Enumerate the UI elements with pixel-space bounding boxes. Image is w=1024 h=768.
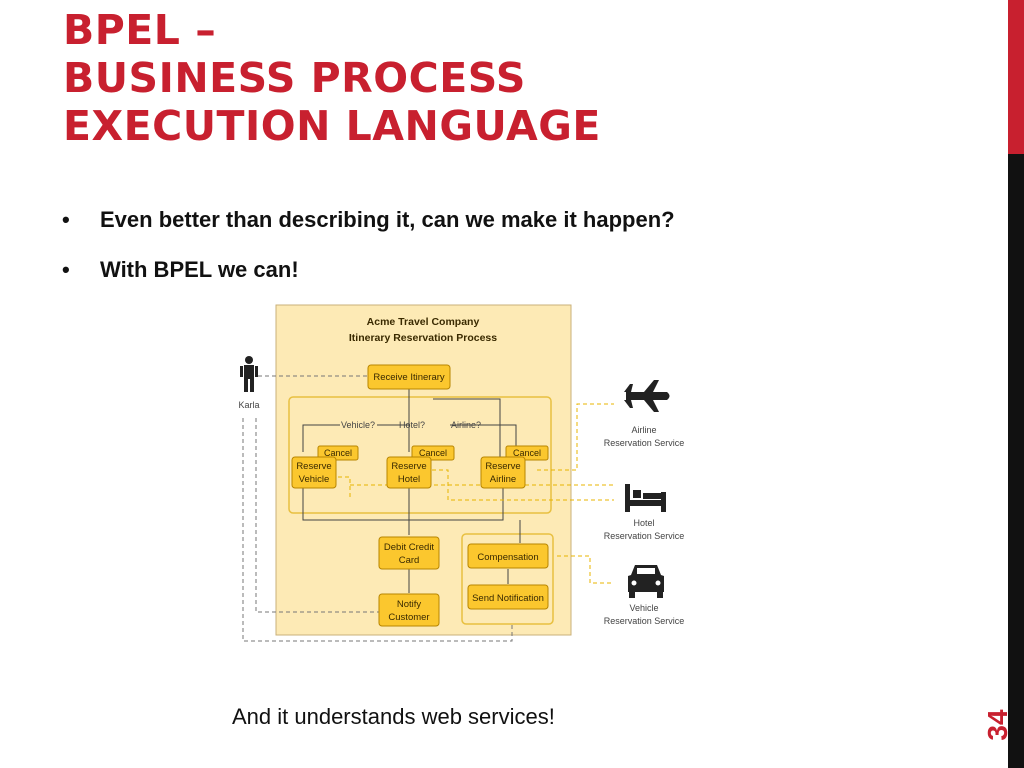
- compensation-scope: [461, 533, 554, 625]
- title-line-2: BUSINESS PROCESS: [63, 54, 526, 102]
- bullet-marker: •: [62, 257, 70, 282]
- hotel-service-label-1: Hotel: [633, 518, 654, 528]
- dashed-service-call: [338, 476, 351, 500]
- diagram-title-line-1: Acme Travel Company: [367, 316, 480, 328]
- notify-customer-box: [378, 593, 440, 627]
- slide-number: 34: [982, 709, 1013, 741]
- footer-caption: And it understands web services!: [232, 704, 555, 729]
- title-line-1: BPEL –: [63, 6, 217, 54]
- accent-bar-top: [1008, 0, 1024, 154]
- reserve-hotel-label-1: Reserve: [391, 461, 426, 472]
- reserve-airline-label-2: Airline: [490, 474, 516, 485]
- connector: [302, 424, 340, 452]
- slide-title: BPEL – BUSINESS PROCESS EXECUTION LANGUA…: [63, 6, 963, 150]
- hotel-service-label-2: Reservation Service: [604, 531, 685, 541]
- bullet-text-1: Even better than describing it, can we m…: [100, 207, 675, 232]
- accent-bar-bottom: [1008, 154, 1024, 768]
- compensation-box: [467, 543, 549, 569]
- reserve-vehicle-label-2: Vehicle: [299, 474, 330, 485]
- send-notification-box: [467, 584, 549, 610]
- vehicle-service-label-1: Vehicle: [629, 603, 658, 613]
- airline-service-label-1: Airline: [631, 425, 656, 435]
- condition-hotel: Hotel?: [399, 420, 425, 430]
- notify-label-2: Customer: [388, 612, 429, 623]
- title-line-3: EXECUTION LANGUAGE: [63, 102, 601, 150]
- person-icon: [240, 356, 258, 392]
- connector: [482, 424, 517, 452]
- bullet-item: • Even better than describing it, can we…: [62, 200, 962, 250]
- reserve-airline-label-1: Reserve: [485, 461, 520, 472]
- reserve-hotel-box: [386, 456, 432, 489]
- send-notification-label: Send Notification: [472, 593, 544, 604]
- diagram-title-line-2: Itinerary Reservation Process: [349, 332, 497, 344]
- dashed-message: [255, 418, 379, 613]
- cancel-vehicle-label: Cancel: [324, 448, 352, 458]
- condition-airline: Airline?: [451, 420, 481, 430]
- connector: [409, 488, 504, 521]
- airline-service-label-2: Reservation Service: [604, 438, 685, 448]
- receive-itinerary-box: [367, 364, 451, 390]
- reserve-vehicle-box: [291, 456, 337, 489]
- reserve-vehicle-label-1: Reserve: [296, 461, 331, 472]
- airplane-icon: [624, 380, 670, 412]
- reservation-scope: [288, 396, 552, 514]
- bullet-text-2: With BPEL we can!: [100, 257, 299, 282]
- cancel-hotel-label: Cancel: [419, 448, 447, 458]
- reserve-airline-box: [480, 456, 526, 489]
- dashed-service-call: [537, 403, 614, 471]
- debit-label-1: Debit Credit: [384, 542, 435, 553]
- bullet-marker: •: [62, 207, 70, 232]
- bullet-item: • With BPEL we can!: [62, 250, 962, 300]
- connector: [302, 488, 409, 521]
- cancel-airline-label: Cancel: [513, 448, 541, 458]
- dashed-message: [242, 418, 513, 642]
- connector: [433, 398, 501, 458]
- compensation-label: Compensation: [477, 552, 538, 563]
- receive-itinerary-label: Receive Itinerary: [373, 372, 445, 383]
- reserve-hotel-label-2: Hotel: [398, 474, 420, 485]
- debit-credit-card-box: [378, 536, 440, 570]
- bed-icon: [625, 484, 666, 512]
- debit-label-2: Card: [399, 555, 420, 566]
- dashed-service-call: [557, 555, 614, 584]
- notify-label-1: Notify: [397, 599, 422, 610]
- car-icon: [628, 565, 664, 598]
- vehicle-service-label-2: Reservation Service: [604, 616, 685, 626]
- actor-label: Karla: [238, 400, 259, 410]
- condition-vehicle: Vehicle?: [341, 420, 375, 430]
- bullet-list: • Even better than describing it, can we…: [62, 200, 962, 300]
